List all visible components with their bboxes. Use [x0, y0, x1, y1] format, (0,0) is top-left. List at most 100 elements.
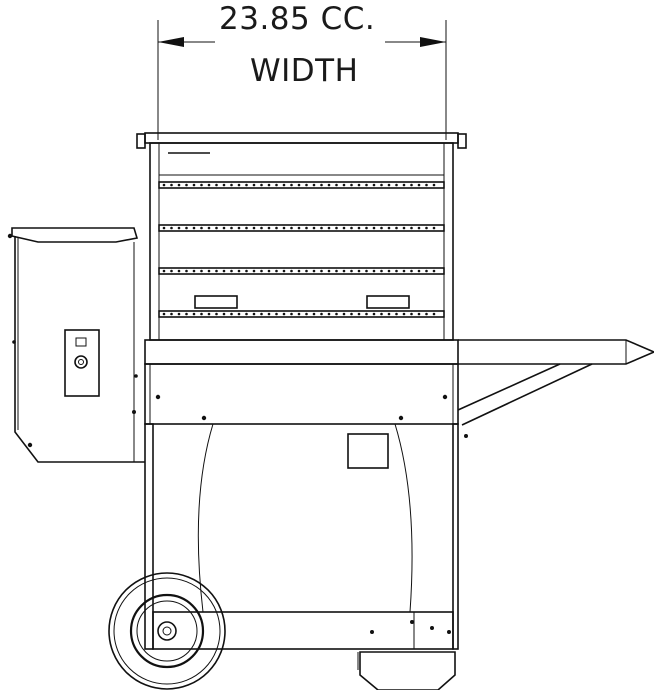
rack-stud	[402, 183, 406, 187]
rack-stud	[320, 312, 323, 316]
rear-foot	[359, 651, 456, 690]
rack-stud	[200, 226, 203, 230]
rack-stud	[395, 269, 398, 273]
rack-stud	[192, 269, 196, 273]
grill-cabinet	[136, 132, 467, 341]
rack-stud	[275, 269, 278, 273]
rack-stud	[350, 269, 353, 273]
rack-stud	[230, 312, 233, 316]
rack-stud	[290, 226, 293, 230]
rack-stud	[365, 312, 368, 316]
rack-stud	[222, 226, 226, 230]
rack-stud	[387, 269, 391, 273]
control-panel	[64, 329, 100, 397]
rack-stud	[320, 183, 323, 187]
rack-stud	[297, 226, 301, 230]
rack-stud	[245, 183, 248, 187]
dimension-caption: WIDTH	[250, 53, 359, 89]
rack-stud	[417, 226, 421, 230]
rack-stud	[222, 183, 226, 187]
rack-stud	[177, 183, 181, 187]
rack-stud	[207, 183, 211, 187]
rack-stud	[350, 183, 353, 187]
rack-stud	[192, 312, 196, 316]
width-dimension	[157, 20, 447, 140]
rack-stud	[162, 269, 166, 273]
rack-stud	[357, 312, 361, 316]
rack-stud	[252, 312, 256, 316]
rack-stud	[312, 183, 316, 187]
side-shelf	[457, 339, 654, 426]
rack-stud	[350, 312, 353, 316]
rack-stud	[342, 183, 346, 187]
rack-stud	[252, 183, 256, 187]
rack-stud	[380, 226, 383, 230]
rack-stud	[432, 226, 436, 230]
rack-stud	[215, 312, 218, 316]
rack-stud	[237, 183, 241, 187]
rack-stud	[365, 226, 368, 230]
rack-stud	[387, 183, 391, 187]
rack-stud	[290, 183, 293, 187]
rack-stud	[185, 312, 188, 316]
rack-stud	[395, 226, 398, 230]
rack-stud	[260, 183, 263, 187]
rack-stud	[170, 312, 173, 316]
rack-stud	[267, 226, 271, 230]
controller-knob	[74, 355, 88, 369]
rack-stud	[425, 312, 428, 316]
rack-stud	[320, 269, 323, 273]
rack-stud	[402, 269, 406, 273]
rack-stud	[417, 269, 421, 273]
rack-stud	[380, 312, 383, 316]
rack-stud	[230, 269, 233, 273]
rack-stud	[192, 183, 196, 187]
rack-stud	[200, 183, 203, 187]
rack-stud	[425, 226, 428, 230]
rack-studs	[162, 183, 436, 316]
rack-stud	[185, 183, 188, 187]
rack-stud	[305, 312, 308, 316]
rack-stud	[365, 183, 368, 187]
rack-stud	[335, 183, 338, 187]
rack-stud	[335, 226, 338, 230]
rack-stud	[327, 226, 331, 230]
rack-stud	[170, 183, 173, 187]
rack-stud	[275, 183, 278, 187]
rack-stud	[245, 269, 248, 273]
rack-stud	[290, 269, 293, 273]
rack-stud	[357, 183, 361, 187]
rack-stud	[410, 269, 413, 273]
rack-stud	[245, 226, 248, 230]
right-arrow-head	[420, 37, 446, 47]
rack-stud	[215, 226, 218, 230]
rack-stud	[230, 183, 233, 187]
rack-stud	[387, 312, 391, 316]
rack-stud	[162, 183, 166, 187]
rack-stud	[410, 226, 413, 230]
rack-stud	[207, 226, 211, 230]
rack-stud	[252, 226, 256, 230]
fasteners	[7, 233, 468, 634]
rack-stud	[335, 269, 338, 273]
rack-stud	[357, 269, 361, 273]
rack-stud	[410, 183, 413, 187]
rack-stud	[305, 269, 308, 273]
rack-stud	[282, 312, 286, 316]
rack-stud	[395, 183, 398, 187]
rack-stud	[327, 269, 331, 273]
rack-stud	[417, 312, 421, 316]
rack-stud	[222, 312, 226, 316]
rack-stud	[372, 183, 376, 187]
rack-stud	[395, 312, 398, 316]
rack-stud	[335, 312, 338, 316]
rack-stud	[252, 269, 256, 273]
rack-stud	[372, 226, 376, 230]
rack-stud	[410, 312, 413, 316]
right-vent-slot	[366, 295, 410, 309]
rack-stud	[305, 226, 308, 230]
rack-stud	[327, 312, 331, 316]
rack-stud	[162, 312, 166, 316]
rack-stud	[357, 226, 361, 230]
controller-display	[75, 337, 87, 347]
